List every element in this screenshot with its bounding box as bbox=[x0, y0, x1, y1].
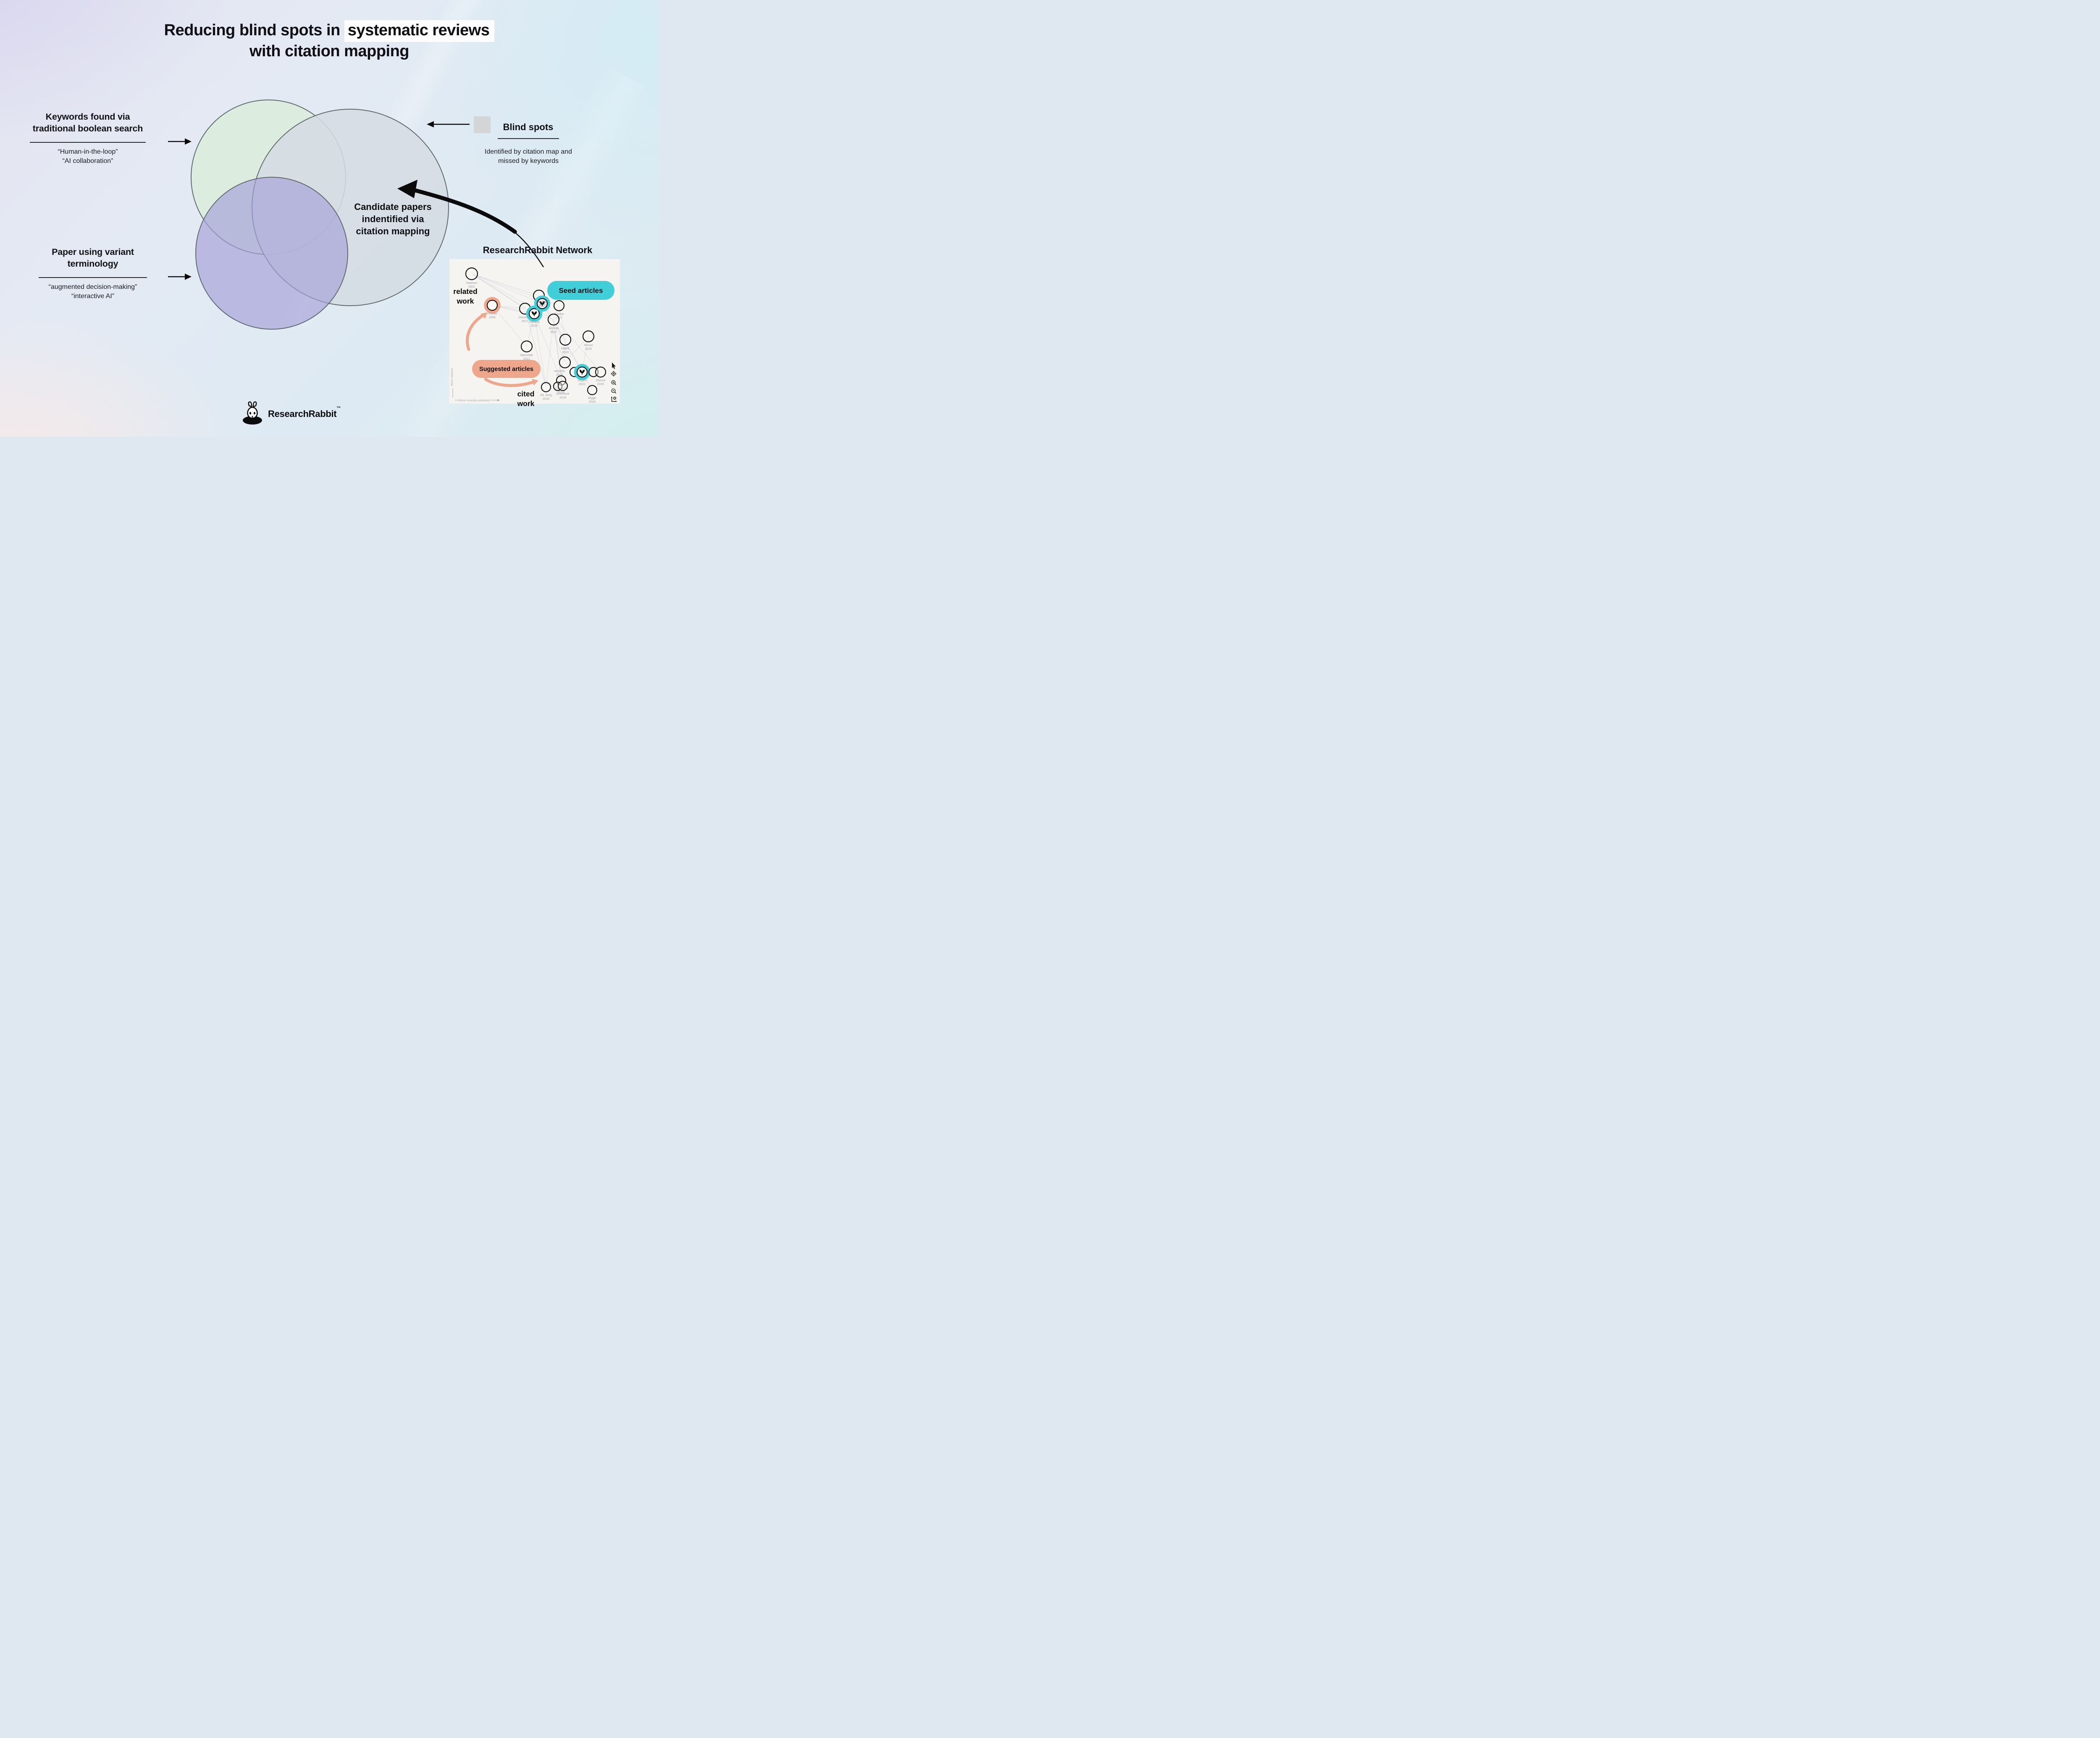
divider bbox=[498, 138, 559, 139]
blind-spots-description: Identified by citation map and missed by… bbox=[484, 148, 572, 165]
variant-heading: Paper using variant terminology bbox=[52, 247, 134, 269]
rabbit-logo-mark bbox=[579, 370, 585, 375]
keyword-quote: “Human-in-the-loop” “AI collaboration” bbox=[58, 148, 118, 165]
suggested-articles-pill[interactable]: Suggested articles bbox=[472, 360, 541, 378]
citation-edge bbox=[542, 303, 601, 372]
citation-edge bbox=[534, 313, 562, 381]
rabbit-logo-icon bbox=[243, 401, 262, 425]
title-highlight: systematic reviews bbox=[344, 20, 495, 42]
venn-variant-circle bbox=[195, 177, 348, 330]
infographic-canvas: Reducing blind spots in systematic revie… bbox=[0, 0, 659, 437]
title-line1: Reducing blind spots in systematic revie… bbox=[0, 20, 659, 42]
rabbit-logo-mark bbox=[531, 311, 537, 316]
blind-spot-swatch bbox=[474, 116, 491, 133]
trademark: ™ bbox=[336, 406, 341, 411]
citation-edge bbox=[492, 305, 527, 347]
divider bbox=[30, 142, 146, 143]
citation-edge bbox=[542, 303, 583, 372]
title-line2: with citation mapping bbox=[249, 42, 410, 60]
zoom-in-icon[interactable] bbox=[611, 380, 617, 385]
page-title: Reducing blind spots in systematic revie… bbox=[0, 20, 659, 62]
blind-spots-heading: Blind spots bbox=[503, 122, 554, 132]
pill-label: Suggested articles bbox=[479, 366, 533, 373]
salmon-curved-arrow-icon bbox=[466, 312, 487, 351]
researchrabbit-brand: ResearchRabbit™ bbox=[242, 400, 341, 426]
network-title: ResearchRabbit Network bbox=[483, 245, 593, 255]
x-axis-label: More recently published bbox=[459, 399, 490, 402]
divider bbox=[39, 277, 147, 278]
citation-edge bbox=[471, 273, 525, 309]
citation-edge bbox=[471, 273, 539, 296]
salmon-curved-arrow-icon bbox=[484, 377, 538, 387]
pill-label: Seed articles bbox=[559, 287, 603, 295]
citation-edge bbox=[553, 305, 559, 320]
zoom-out-icon[interactable] bbox=[611, 388, 617, 394]
citation-edge bbox=[542, 303, 565, 363]
blind-spots-arrow-icon bbox=[427, 121, 470, 128]
variant-terminology-note: Paper using variant terminology “augment… bbox=[25, 246, 160, 301]
venn-center-label: Candidate papers indentified via citatio… bbox=[354, 202, 432, 236]
citation-edge bbox=[534, 313, 546, 388]
citation-edge bbox=[553, 319, 563, 386]
citation-edge bbox=[492, 305, 554, 320]
layout-settings-icon[interactable] bbox=[611, 396, 617, 402]
cursor-icon[interactable] bbox=[612, 362, 616, 369]
keywords-heading: Keywords found via traditional boolean s… bbox=[32, 112, 143, 134]
citation-edge bbox=[525, 308, 546, 388]
seed-articles-pill[interactable]: Seed articles bbox=[547, 281, 614, 300]
rabbit-logo-mark bbox=[539, 301, 545, 306]
brand-name: ResearchRabbit™ bbox=[268, 406, 341, 419]
y-axis-label: More citations bbox=[451, 368, 454, 386]
citation-edge bbox=[546, 319, 554, 388]
variant-quote: “augmented decision-making” “interactive… bbox=[48, 283, 137, 300]
citation-edge bbox=[561, 339, 566, 381]
variant-arrow-icon bbox=[168, 273, 192, 280]
locate-icon[interactable] bbox=[611, 371, 617, 377]
citation-edge bbox=[471, 273, 543, 304]
keywords-note: Keywords found via traditional boolean s… bbox=[20, 111, 155, 166]
cited-work-label: cited work bbox=[517, 390, 535, 408]
keywords-arrow-icon bbox=[168, 138, 192, 145]
